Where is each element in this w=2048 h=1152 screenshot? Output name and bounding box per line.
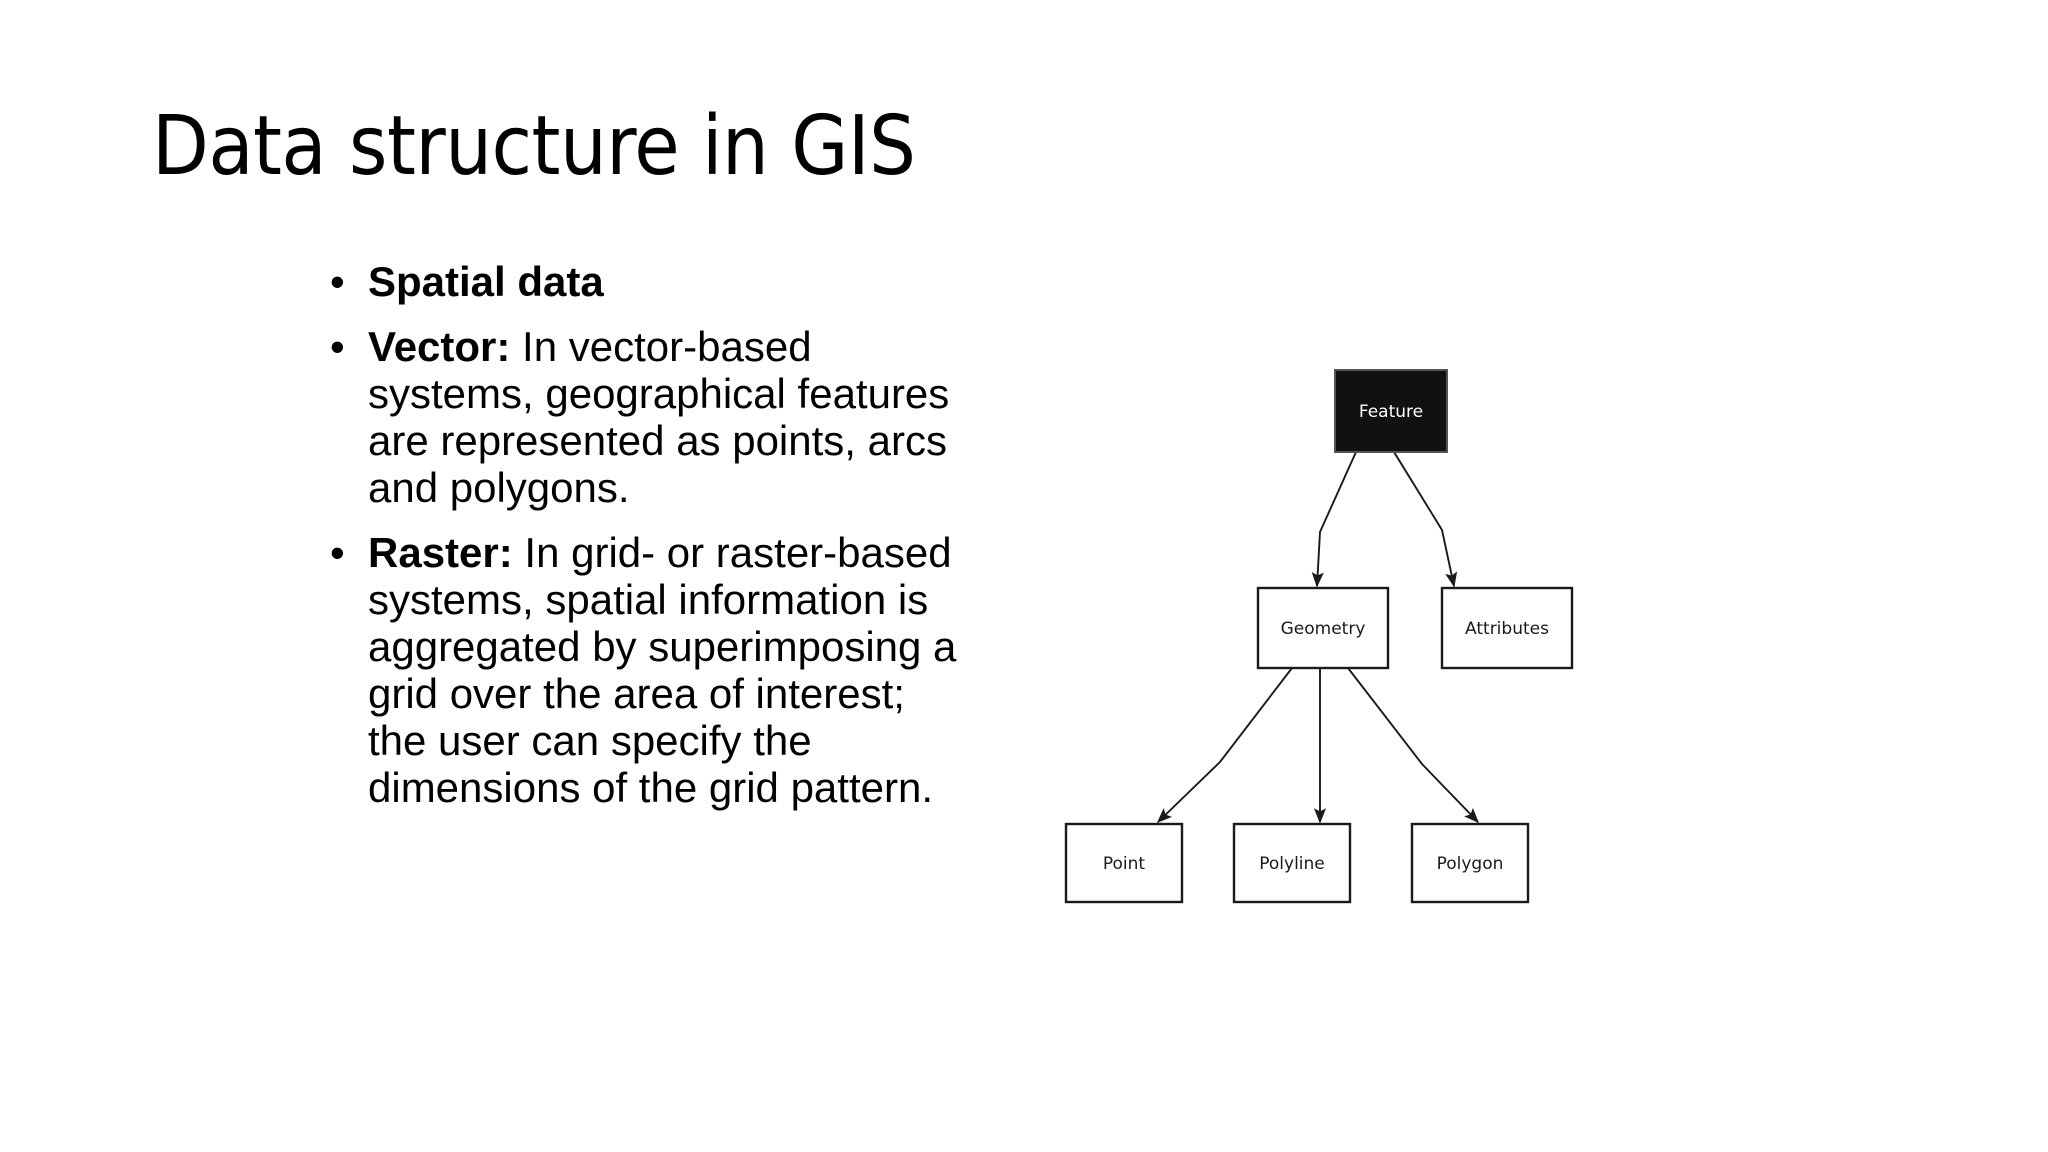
edge-geometry-polygon [1347, 667, 1480, 824]
list-item: • Spatial data [330, 258, 970, 305]
list-item-text: Raster: In grid- or raster-based systems… [368, 529, 970, 811]
node-geometry-label: Geometry [1281, 619, 1366, 639]
edge-geometry-point [1156, 667, 1293, 824]
node-attributes-label: Attributes [1465, 619, 1549, 639]
node-feature-label: Feature [1359, 402, 1423, 422]
list-item-body: In grid- or raster-based systems, spatia… [368, 529, 957, 812]
node-polygon-label: Polygon [1437, 854, 1504, 874]
node-polyline-label: Polyline [1259, 854, 1325, 874]
bullet-list: • Spatial data • Vector: In vector-based… [330, 258, 970, 811]
list-item-body: In vector-based systems, geographical fe… [368, 323, 950, 512]
edge-feature-attributes [1393, 451, 1458, 588]
node-polyline: Polyline [1232, 822, 1352, 904]
node-attributes: Attributes [1440, 586, 1574, 670]
list-item-lead: Spatial data [368, 258, 604, 305]
list-item: • Vector: In vector-based systems, geogr… [330, 323, 970, 511]
list-item-lead: Vector: [368, 323, 511, 371]
node-geometry: Geometry [1256, 586, 1390, 670]
list-item-text: Vector: In vector-based systems, geograp… [368, 323, 970, 511]
node-feature: Feature [1334, 369, 1448, 453]
feature-hierarchy-diagram: Feature Geometry Attributes Point Polyli… [1030, 360, 1610, 920]
list-item: • Raster: In grid- or raster-based syste… [330, 529, 970, 811]
page-title: Data structure in GIS [152, 99, 916, 194]
list-item-lead: Raster: [368, 529, 513, 577]
bullet-marker-icon: • [330, 323, 345, 371]
bullet-marker-icon: • [330, 258, 345, 305]
edge-feature-geometry [1311, 451, 1357, 588]
node-polygon: Polygon [1410, 822, 1530, 904]
bullet-marker-icon: • [330, 529, 345, 577]
node-point-label: Point [1103, 854, 1146, 874]
list-item-text: Spatial data [368, 258, 970, 305]
node-point: Point [1064, 822, 1184, 904]
